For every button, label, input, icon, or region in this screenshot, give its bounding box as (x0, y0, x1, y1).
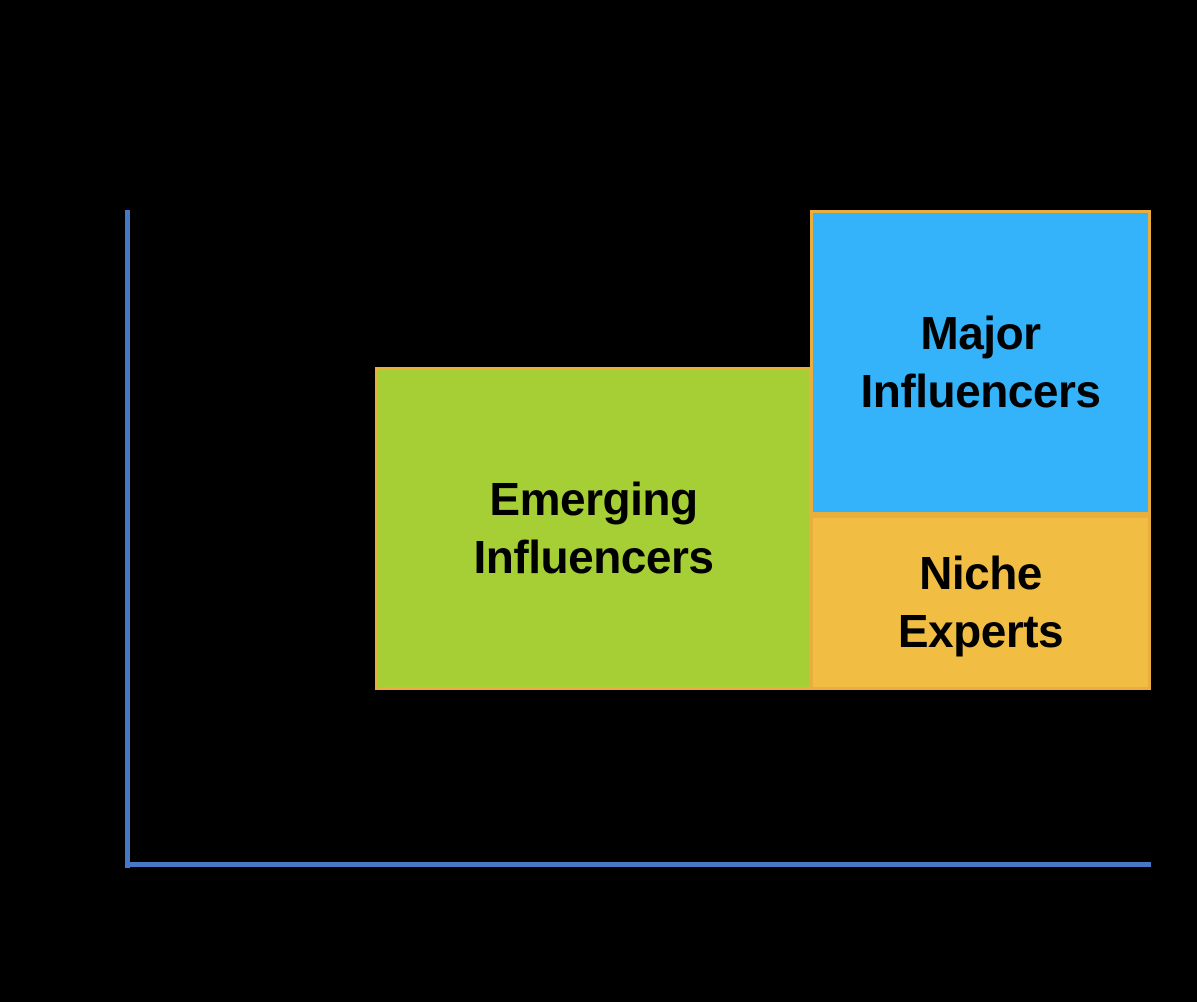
x-axis-line (125, 862, 1151, 867)
niche-experts-box: Niche Experts (810, 515, 1151, 690)
y-axis-line (125, 210, 130, 868)
emerging-influencers-box: Emerging Influencers (375, 367, 812, 690)
major-influencers-box: Major Influencers (810, 210, 1151, 515)
niche-experts-label: Niche Experts (897, 547, 1064, 657)
major-influencers-label: Major Influencers (860, 307, 1101, 417)
emerging-influencers-label: Emerging Influencers (473, 473, 714, 583)
